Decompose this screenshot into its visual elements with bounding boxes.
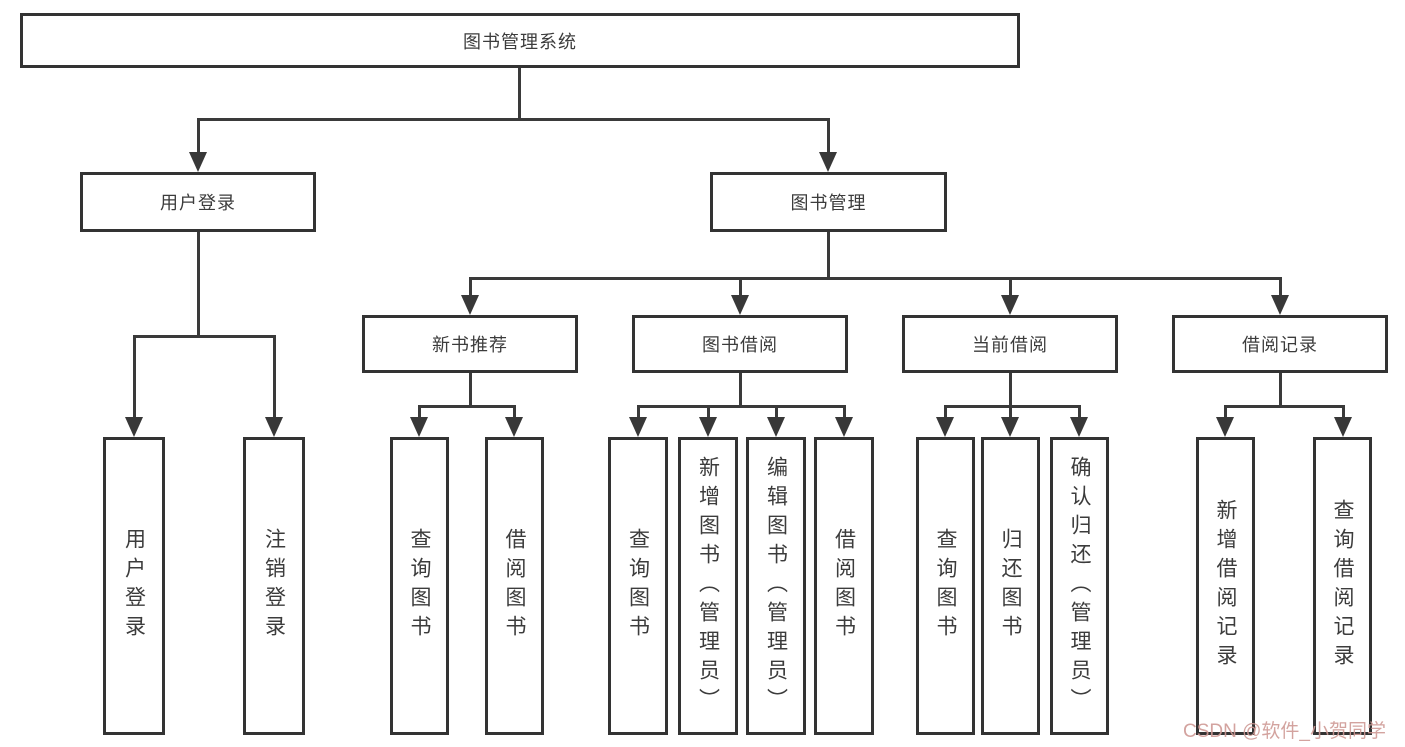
arrowhead-down-icon (1001, 295, 1019, 315)
connector-drop-line (1278, 277, 1282, 298)
leaf-user-login-label: 用户登录 (122, 528, 146, 644)
node-library-system: 图书管理系统 (20, 13, 1020, 68)
connector-drop-line (417, 405, 421, 420)
connector-drop-line (1077, 405, 1081, 420)
csdn-watermark: CSDN @软件_小贺同学 (1183, 721, 1386, 742)
arrowhead-down-icon (731, 295, 749, 315)
leaf-records-query-record: 查询借阅记录 (1313, 437, 1372, 735)
arrowhead-down-icon (410, 417, 428, 437)
arrowhead-down-icon (505, 417, 523, 437)
node-current-borrowing: 当前借阅 (902, 315, 1118, 373)
leaf-borrowing-add-books-admin-label: 新增图书（管理员） (696, 455, 720, 717)
connector-horizontal-line (636, 405, 846, 408)
connector-drop-line (636, 405, 640, 420)
connector-horizontal-line (417, 405, 516, 408)
node-book-borrowing: 图书借阅 (632, 315, 848, 373)
node-borrowing-records-label: 借阅记录 (1242, 335, 1318, 355)
connector-vertical-line (826, 232, 830, 280)
leaf-current-confirm-return-admin-label: 确认归还（管理员） (1068, 455, 1091, 717)
leaf-records-add-record-label: 新增借阅记录 (1214, 499, 1237, 673)
connector-drop-line (1008, 405, 1012, 420)
leaf-recommend-query-books: 查询图书 (390, 437, 449, 735)
connector-drop-line (272, 335, 276, 420)
node-book-borrowing-label: 图书借阅 (702, 335, 778, 355)
connector-drop-line (196, 118, 200, 155)
arrowhead-down-icon (1216, 417, 1234, 437)
node-book-management-label: 图书管理 (790, 193, 867, 213)
arrowhead-down-icon (125, 417, 143, 437)
connector-vertical-line (1278, 373, 1282, 408)
node-new-book-recommend: 新书推荐 (362, 315, 578, 373)
arrowhead-down-icon (189, 152, 207, 172)
connector-vertical-line (196, 232, 200, 338)
connector-horizontal-line (196, 118, 830, 121)
node-current-borrowing-label: 当前借阅 (972, 335, 1048, 355)
leaf-recommend-borrow-books: 借阅图书 (485, 437, 544, 735)
leaf-current-return-books: 归还图书 (981, 437, 1040, 735)
connector-vertical-line (468, 373, 472, 408)
connector-drop-line (468, 277, 472, 298)
connector-horizontal-line (468, 277, 1282, 280)
arrowhead-down-icon (1271, 295, 1289, 315)
leaf-borrowing-edit-books-admin: 编辑图书（管理员） (746, 437, 806, 735)
node-user-login-branch: 用户登录 (80, 172, 316, 232)
arrowhead-down-icon (835, 417, 853, 437)
leaf-current-query-books: 查询图书 (916, 437, 975, 735)
leaf-borrowing-borrow-books-label: 借阅图书 (832, 528, 856, 644)
leaf-recommend-borrow-books-label: 借阅图书 (503, 528, 526, 644)
leaf-logout-label: 注销登录 (262, 528, 286, 644)
connector-drop-line (1341, 405, 1345, 420)
connector-vertical-line (738, 373, 742, 408)
node-new-book-recommend-label: 新书推荐 (432, 335, 508, 355)
arrowhead-down-icon (767, 417, 785, 437)
arrowhead-down-icon (461, 295, 479, 315)
leaf-borrowing-query-books: 查询图书 (608, 437, 668, 735)
connector-drop-line (842, 405, 846, 420)
leaf-records-add-record: 新增借阅记录 (1196, 437, 1255, 735)
connector-horizontal-line (132, 335, 276, 338)
arrowhead-down-icon (936, 417, 954, 437)
arrowhead-down-icon (1334, 417, 1352, 437)
leaf-borrowing-borrow-books: 借阅图书 (814, 437, 874, 735)
arrowhead-down-icon (1070, 417, 1088, 437)
connector-vertical-line (517, 68, 521, 121)
connector-horizontal-line (1223, 405, 1345, 408)
leaf-borrowing-add-books-admin: 新增图书（管理员） (678, 437, 738, 735)
leaf-current-confirm-return-admin: 确认归还（管理员） (1050, 437, 1109, 735)
connector-horizontal-line (943, 405, 1081, 408)
arrowhead-down-icon (629, 417, 647, 437)
connector-drop-line (943, 405, 947, 420)
connector-drop-line (706, 405, 710, 420)
arrowhead-down-icon (1001, 417, 1019, 437)
connector-drop-line (1008, 277, 1012, 298)
leaf-borrowing-query-books-label: 查询图书 (626, 528, 650, 644)
leaf-recommend-query-books-label: 查询图书 (408, 528, 431, 644)
leaf-records-query-record-label: 查询借阅记录 (1331, 499, 1354, 673)
leaf-borrowing-edit-books-admin-label: 编辑图书（管理员） (764, 455, 788, 717)
connector-vertical-line (1008, 373, 1012, 408)
node-book-management: 图书管理 (710, 172, 947, 232)
node-library-system-label: 图书管理系统 (463, 31, 577, 52)
leaf-current-query-books-label: 查询图书 (934, 528, 957, 644)
leaf-user-login: 用户登录 (103, 437, 165, 735)
leaf-current-return-books-label: 归还图书 (999, 528, 1022, 644)
connector-drop-line (774, 405, 778, 420)
arrowhead-down-icon (699, 417, 717, 437)
connector-drop-line (132, 335, 136, 420)
connector-drop-line (512, 405, 516, 420)
connector-drop-line (826, 118, 830, 155)
arrowhead-down-icon (819, 152, 837, 172)
node-borrowing-records: 借阅记录 (1172, 315, 1388, 373)
arrowhead-down-icon (265, 417, 283, 437)
connector-drop-line (738, 277, 742, 298)
connector-drop-line (1223, 405, 1227, 420)
node-user-login-branch-label: 用户登录 (160, 193, 236, 213)
leaf-logout: 注销登录 (243, 437, 305, 735)
